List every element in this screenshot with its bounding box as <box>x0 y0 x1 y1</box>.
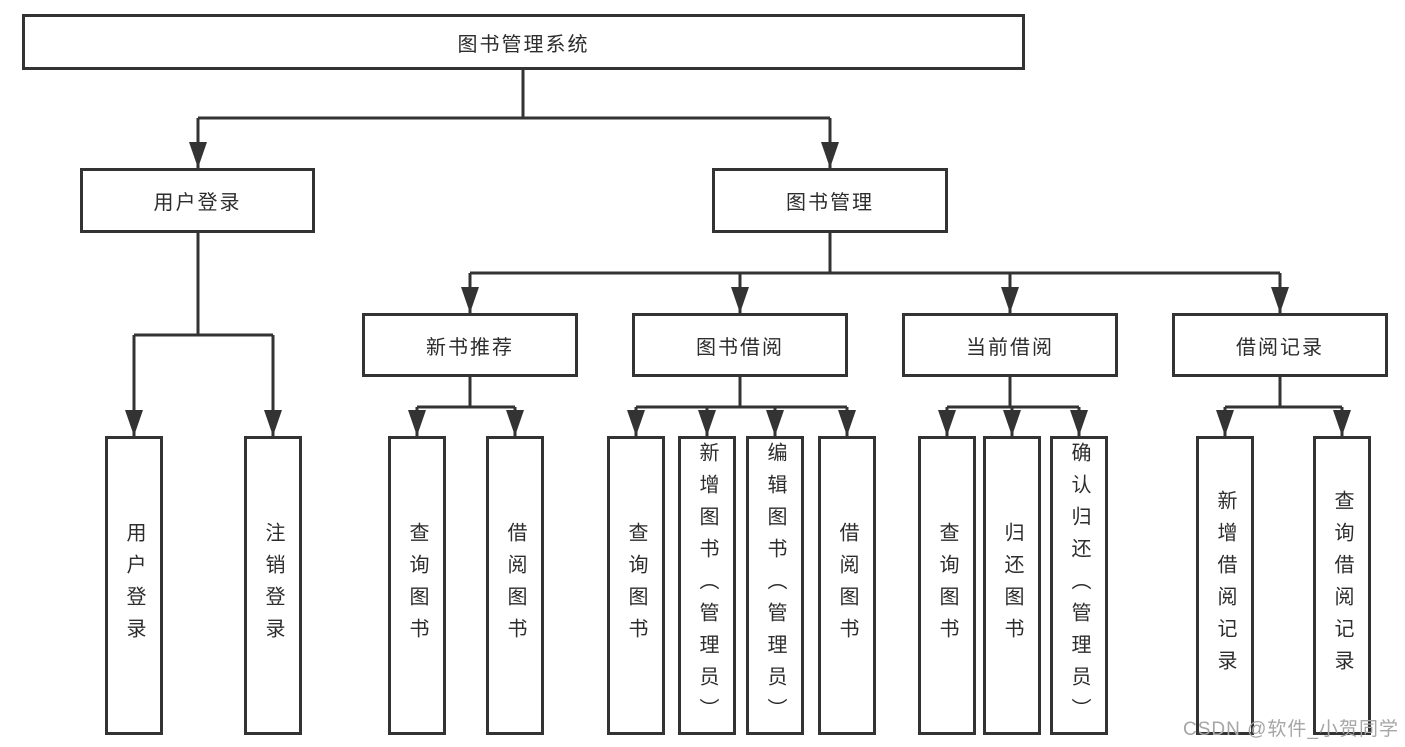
leaf-query-books-borrow: 查询图书 <box>607 436 665 735</box>
leaf-borrow-books: 借阅图书 <box>818 436 876 735</box>
leaf-query-borrow-record-label: 查询借阅记录 <box>1331 489 1353 682</box>
leaf-query-books-current: 查询图书 <box>918 436 976 735</box>
node-user-login: 用户登录 <box>80 168 315 233</box>
node-new-book-recommend: 新书推荐 <box>362 313 578 377</box>
leaf-logout-label: 注销登录 <box>262 521 284 650</box>
leaf-edit-book-admin-label: 编辑图书（管理员） <box>764 441 786 730</box>
node-borrow-records: 借阅记录 <box>1172 313 1388 377</box>
leaf-borrow-books-recommend-label: 借阅图书 <box>504 521 526 650</box>
leaf-add-borrow-record: 新增借阅记录 <box>1196 436 1254 735</box>
csdn-watermark: CSDN @软件_小贺同学 <box>1183 719 1399 740</box>
node-book-borrow-label: 图书借阅 <box>696 336 784 359</box>
leaf-add-book-admin: 新增图书（管理员） <box>678 436 736 735</box>
leaf-query-books-recommend: 查询图书 <box>388 436 446 735</box>
node-current-borrow: 当前借阅 <box>902 313 1118 377</box>
leaf-return-book-label: 归还图书 <box>1001 521 1023 650</box>
node-root: 图书管理系统 <box>22 14 1025 70</box>
leaf-return-book: 归还图书 <box>983 436 1041 735</box>
leaf-query-books-recommend-label: 查询图书 <box>406 521 428 650</box>
leaf-confirm-return-admin-label: 确认归还（管理员） <box>1068 441 1090 730</box>
node-borrow-records-label: 借阅记录 <box>1236 336 1324 359</box>
leaf-query-books-borrow-label: 查询图书 <box>625 521 647 650</box>
node-new-book-recommend-label: 新书推荐 <box>426 336 514 359</box>
leaf-logout: 注销登录 <box>244 436 302 735</box>
node-book-management-label: 图书管理 <box>786 192 874 214</box>
node-root-label: 图书管理系统 <box>457 33 590 56</box>
node-current-borrow-label: 当前借阅 <box>966 336 1054 359</box>
node-user-login-label: 用户登录 <box>153 192 242 214</box>
leaf-add-book-admin-label: 新增图书（管理员） <box>696 441 718 730</box>
leaf-query-books-current-label: 查询图书 <box>936 521 958 650</box>
leaf-user-login-label: 用户登录 <box>123 521 145 650</box>
leaf-edit-book-admin: 编辑图书（管理员） <box>746 436 804 735</box>
leaf-user-login: 用户登录 <box>105 436 163 735</box>
leaf-borrow-books-recommend: 借阅图书 <box>486 436 544 735</box>
leaf-query-borrow-record: 查询借阅记录 <box>1313 436 1371 735</box>
leaf-borrow-books-label: 借阅图书 <box>836 521 858 650</box>
node-book-management: 图书管理 <box>712 168 948 233</box>
leaf-confirm-return-admin: 确认归还（管理员） <box>1050 436 1108 735</box>
leaf-add-borrow-record-label: 新增借阅记录 <box>1214 489 1236 682</box>
node-book-borrow: 图书借阅 <box>632 313 848 377</box>
